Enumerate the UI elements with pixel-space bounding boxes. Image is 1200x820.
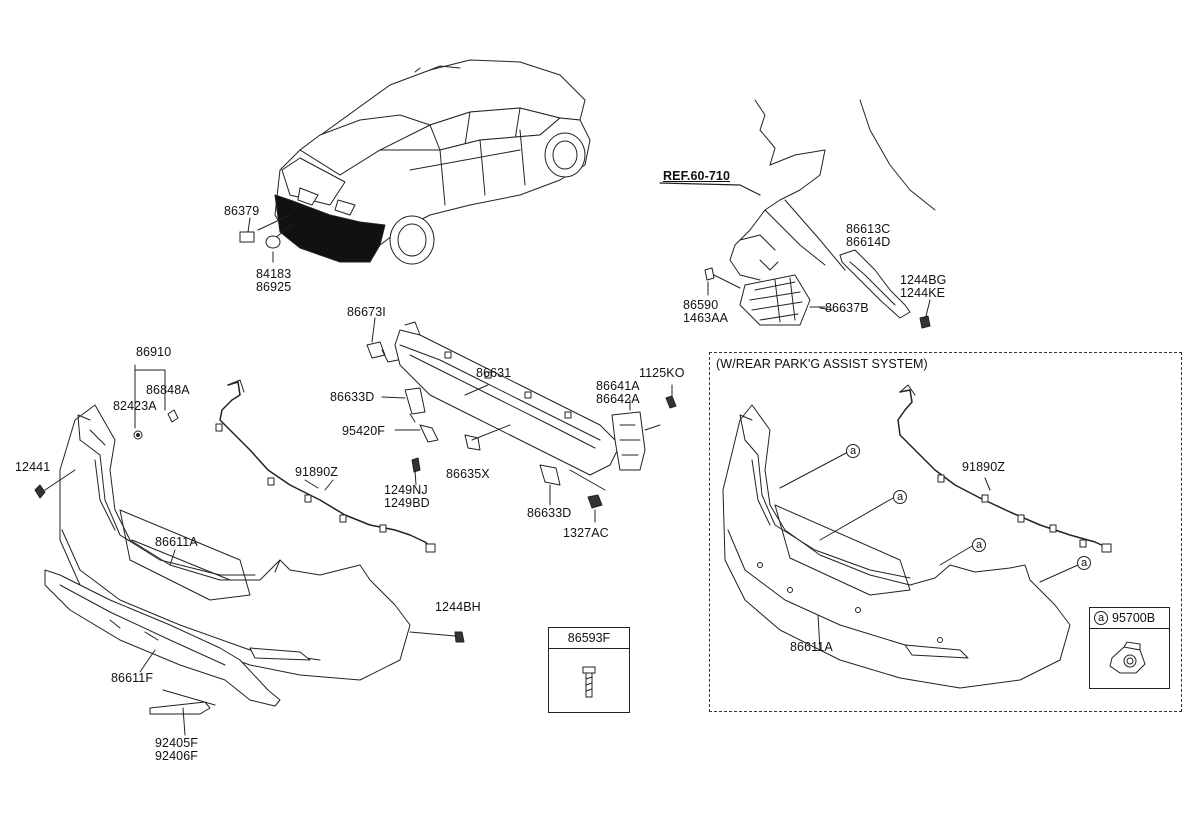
nut-1327AC (587, 494, 603, 509)
label-ref-60-710: REF.60-710 (663, 169, 731, 183)
label-1327AC: 1327AC (563, 526, 609, 540)
label-86633D-lower: 86633D (527, 506, 572, 520)
label-1244BG-1244KE: 1244BG 1244KE (900, 274, 946, 300)
quarter-panel-ref (659, 99, 936, 281)
label-92405F: 92405F (155, 736, 198, 750)
label-86590: 86590 (683, 298, 719, 312)
label-86637B: 86637B (825, 301, 869, 315)
subpanel-title: (W/REAR PARK'G ASSIST SYSTEM) (716, 357, 928, 371)
label-91890Z-pas: 91890Z (962, 460, 1005, 474)
label-86611F: 86611F (111, 671, 154, 685)
bolt-1244BH (454, 631, 465, 643)
label-1249NJ-1249BD: 1249NJ 1249BD (384, 484, 430, 510)
bracket-95420F (419, 424, 439, 443)
bumper-beam-86631 (394, 321, 621, 476)
label-84183: 84183 (256, 267, 292, 281)
rear-bumper-cover (59, 404, 411, 681)
callout-a-3: a (972, 538, 986, 552)
label-1244BG: 1244BG (900, 273, 947, 287)
parking-assist-subpanel (709, 352, 1182, 712)
label-86633D-upper: 86633D (330, 390, 375, 404)
reflector-92405F (149, 701, 211, 715)
bolt-1125KO (665, 395, 677, 409)
bracket-86633D-upper (404, 387, 426, 415)
label-92405F-92406F: 92405F 92406F (155, 737, 198, 763)
label-86673I: 86673I (347, 305, 386, 319)
label-1463AA: 1463AA (683, 311, 729, 325)
label-1244KE: 1244KE (900, 286, 946, 300)
car-illustration (257, 59, 591, 265)
reflector-86379 (239, 231, 255, 243)
label-86613C: 86613C (846, 222, 891, 236)
label-86611A: 86611A (155, 535, 198, 549)
label-86611A-pas: 86611A (790, 640, 833, 654)
label-95420F: 95420F (342, 424, 385, 438)
label-86613C-86614D: 86613C 86614D (846, 223, 890, 249)
part-box-86593F: 86593F (548, 627, 630, 713)
label-84183-86925: 84183 86925 (256, 268, 291, 294)
clip-86848A (167, 409, 179, 423)
callout-a-1: a (846, 444, 860, 458)
screw-12441 (34, 484, 46, 499)
label-92406F: 92406F (155, 749, 198, 763)
label-86379: 86379 (224, 204, 260, 218)
label-1249BD: 1249BD (384, 496, 430, 510)
label-86614D: 86614D (846, 235, 891, 249)
wiring-harness-91890Z-pas (897, 384, 1112, 553)
wiring-harness-91890Z (215, 379, 436, 553)
callout-a-2: a (893, 490, 907, 504)
label-1249NJ: 1249NJ (384, 483, 428, 497)
side-bracket-86613C (839, 249, 911, 319)
label-12441: 12441 (15, 460, 51, 474)
label-82423A: 82423A (113, 399, 157, 413)
bracket-86637B (739, 274, 826, 326)
label-86848A: 86848A (146, 383, 190, 397)
rear-bumper-cover-pas (722, 404, 1071, 689)
callout-a-box: a (1094, 611, 1108, 625)
part-box-86593F-title: 86593F (549, 628, 629, 649)
part-box-95700B-title: 95700B (1090, 608, 1169, 629)
label-86631: 86631 (476, 366, 512, 380)
callout-a-4: a (1077, 556, 1091, 570)
label-86925: 86925 (256, 280, 292, 294)
lower-valance-86611F (44, 569, 281, 707)
label-86635X: 86635X (446, 467, 490, 481)
label-1244BH: 1244BH (435, 600, 481, 614)
label-1125KO: 1125KO (639, 366, 685, 380)
bolt-1244BG (919, 315, 931, 329)
clip-86590 (704, 267, 715, 281)
bracket-86633D-lower (539, 464, 561, 486)
label-86910: 86910 (136, 345, 172, 359)
bolt-1249NJ (411, 457, 421, 473)
label-86590-1463AA: 86590 1463AA (683, 299, 728, 325)
label-86642A: 86642A (596, 392, 640, 406)
bracket-86641A (611, 411, 646, 471)
label-86641A: 86641A (596, 379, 640, 393)
plug-84183 (265, 235, 281, 249)
label-86641A-86642A: 86641A 86642A (596, 380, 640, 406)
label-91890Z: 91890Z (295, 465, 338, 479)
